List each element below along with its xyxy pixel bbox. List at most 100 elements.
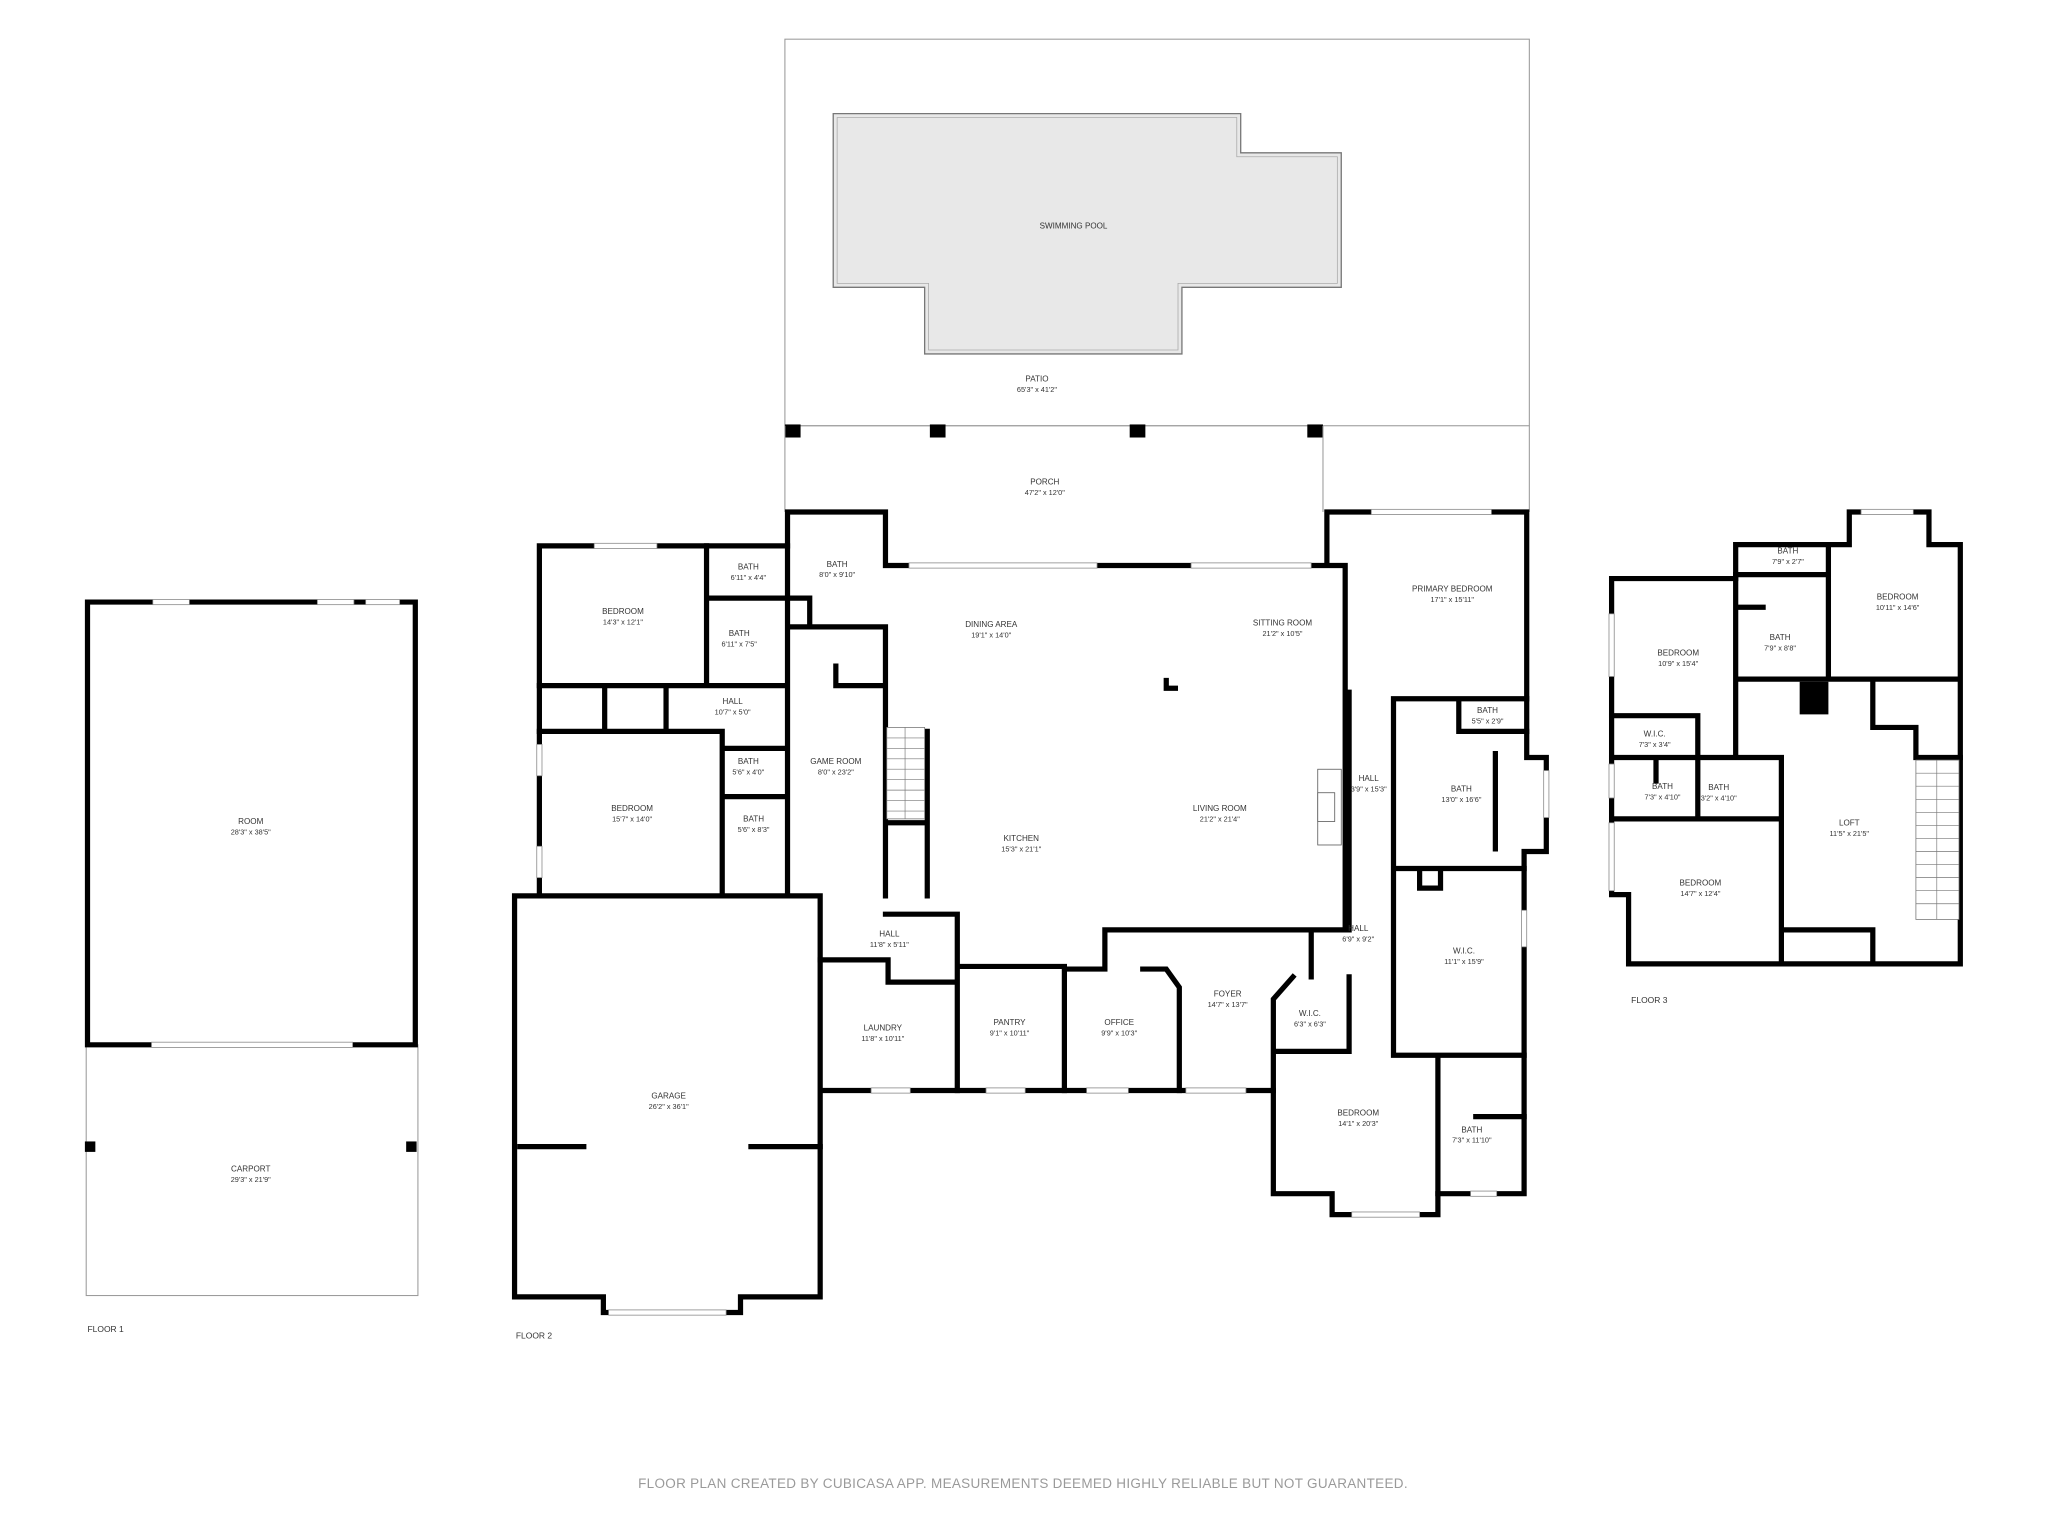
- room-dims: 6'11" x 4'4": [731, 573, 767, 582]
- room-dims: 6'3" x 6'3": [1294, 1020, 1326, 1029]
- room-dims: 7'9" x 2'7": [1772, 557, 1804, 566]
- room-dims: 9'9" x 10'3": [1101, 1029, 1137, 1038]
- room-dims: 11'8" x 5'11": [870, 940, 909, 949]
- stairs: [886, 727, 926, 820]
- room-dims: 5'5" x 2'9": [1472, 717, 1504, 726]
- room-dims: 7'3" x 11'10": [1452, 1136, 1492, 1145]
- floor-label: FLOOR 1: [88, 1324, 125, 1334]
- room-dims: 11'8" x 10'11": [861, 1034, 904, 1043]
- room-name: HALL: [723, 697, 744, 706]
- room-dims: 7'3" x 3'4": [1639, 740, 1671, 749]
- floor-3: BATH 7'9" x 2'7" BEDROOM 10'11" x 14'6" …: [1608, 508, 1963, 1005]
- room-dims: 14'7" x 12'4": [1680, 889, 1720, 898]
- room-dims: 7'9" x 8'8": [1764, 643, 1796, 652]
- room-name: PORCH: [1030, 478, 1059, 487]
- room-dims: 47'2" x 12'0": [1025, 488, 1065, 497]
- floor-label: FLOOR 2: [516, 1331, 553, 1341]
- room-name: BATH: [1770, 633, 1791, 642]
- room-dims: 10'9" x 15'4": [1658, 659, 1698, 668]
- room-dims: 10'11" x 14'6": [1876, 603, 1920, 612]
- room-name: OFFICE: [1104, 1018, 1134, 1027]
- room-name: BEDROOM: [1680, 878, 1722, 887]
- porch-posts: [784, 424, 1323, 438]
- room-dims: 19'1" x 14'0": [971, 630, 1011, 639]
- room-name: KITCHEN: [1004, 834, 1040, 843]
- room-dims: 7'3" x 4'10": [1645, 792, 1681, 801]
- room-name: BATH: [729, 629, 750, 638]
- room-dims: 5'6" x 4'0": [732, 767, 764, 776]
- room-dims: 65'3" x 41'2": [1017, 385, 1057, 394]
- interior-walls: [1608, 541, 1963, 967]
- room-name: HALL: [879, 929, 900, 938]
- room-name: BATH: [1708, 783, 1729, 792]
- room-dims: 3'9" x 15'3": [1351, 784, 1387, 793]
- stairs: [1915, 759, 1960, 920]
- room-dims: 21'2" x 10'5": [1262, 629, 1302, 638]
- floor-1: ROOM 28'3" x 38'5" CARPORT 29'3" x 21'9"…: [84, 599, 419, 1334]
- room-dims: 15'7" x 14'0": [612, 814, 652, 823]
- room-dims: 3'2" x 4'10": [1701, 794, 1737, 803]
- swimming-pool: [832, 112, 1342, 355]
- room-dims: 6'11" x 7'5": [721, 639, 757, 648]
- room-name: CARPORT: [231, 1164, 270, 1173]
- room-dims: 29'3" x 21'9": [231, 1175, 271, 1184]
- room-name: LAUNDRY: [864, 1023, 903, 1032]
- room-name: SWIMMING POOL: [1040, 222, 1108, 231]
- room-name: FOYER: [1214, 989, 1242, 998]
- room-dims: 8'0" x 9'10": [819, 570, 855, 579]
- floor-2: SWIMMING POOL PATIO 65'3" x 41'2" PORCH …: [511, 38, 1550, 1341]
- chimney-block: [1799, 681, 1829, 715]
- room-dims: 26'2" x 36'1": [649, 1102, 689, 1111]
- room-name: BATH: [827, 560, 848, 569]
- room-dims: 5'6" x 8'3": [738, 825, 770, 834]
- post: [406, 1141, 417, 1152]
- footer-disclaimer: FLOOR PLAN CREATED BY CUBICASA APP. MEAS…: [638, 1476, 1408, 1491]
- post: [84, 1141, 96, 1152]
- room-dims: 8'0" x 23'2": [818, 767, 854, 776]
- room-name: BATH: [738, 562, 759, 571]
- room-dims: 28'3" x 38'5": [231, 828, 271, 837]
- room-name: BEDROOM: [611, 804, 653, 813]
- room-dims: 14'7" x 13'7": [1208, 1000, 1248, 1009]
- room-name: HALL: [1359, 774, 1380, 783]
- room-dims: 17'1" x 15'11": [1430, 595, 1474, 604]
- windows: [1608, 508, 1914, 892]
- room-name: BEDROOM: [1657, 649, 1699, 658]
- room-name: BATH: [1477, 706, 1498, 715]
- room-name: LOFT: [1839, 818, 1860, 827]
- room-name: PRIMARY BEDROOM: [1412, 585, 1493, 594]
- room-name: W.I.C.: [1644, 730, 1666, 739]
- room-name: BEDROOM: [602, 607, 644, 616]
- room-name: W.I.C.: [1453, 946, 1475, 955]
- fireplace: [1317, 768, 1342, 846]
- room-name: GARAGE: [651, 1091, 686, 1100]
- room-name: GAME ROOM: [810, 757, 861, 766]
- room-name: SITTING ROOM: [1253, 619, 1313, 628]
- room-name: LIVING ROOM: [1193, 804, 1247, 813]
- room-name: BATH: [1451, 784, 1472, 793]
- room-name: HALL: [1348, 924, 1369, 933]
- room-dims: 15'3" x 21'1": [1001, 845, 1041, 854]
- room-name: BATH: [1461, 1125, 1482, 1134]
- room-name: ROOM: [238, 817, 263, 826]
- room-name: BEDROOM: [1337, 1108, 1379, 1117]
- floor-label: FLOOR 3: [1631, 995, 1668, 1005]
- room-dims: 11'1" x 15'9": [1444, 957, 1484, 966]
- room-name: BATH: [1652, 782, 1673, 791]
- room-name: BATH: [1777, 547, 1798, 556]
- room-name: PATIO: [1025, 374, 1048, 383]
- room-name: BATH: [738, 757, 759, 766]
- interior-walls: [517, 543, 1530, 1197]
- room-dims: 9'1" x 10'11": [990, 1029, 1030, 1038]
- room-name: DINING AREA: [965, 620, 1018, 629]
- room-dims: 14'1" x 20'3": [1338, 1119, 1378, 1128]
- room-dims: 11'5" x 21'5": [1830, 829, 1870, 838]
- room-dims: 6'9" x 9'2": [1342, 935, 1374, 944]
- room-name: BEDROOM: [1877, 592, 1919, 601]
- windows: [536, 508, 1550, 1316]
- room-name: PANTRY: [994, 1018, 1027, 1027]
- room-dims: 10'7" x 5'0": [715, 707, 751, 716]
- room-name: W.I.C.: [1299, 1009, 1321, 1018]
- room-dims: 21'2" x 21'4": [1200, 814, 1240, 823]
